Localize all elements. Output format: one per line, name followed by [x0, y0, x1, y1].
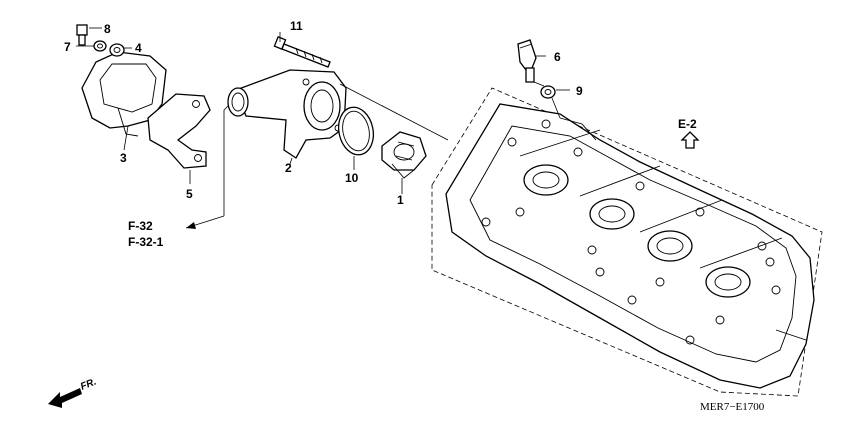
callout-3: 3: [120, 151, 127, 165]
combustion-chamber-4: [705, 266, 751, 298]
combustion-chamber-2: [589, 198, 635, 230]
callout-7: 7: [64, 40, 71, 54]
combustion-chamber-3: [647, 230, 693, 262]
reference-f32: F-32: [128, 219, 153, 233]
head-gasket-surface: [469, 125, 797, 363]
washer-4: [109, 43, 125, 57]
reference-f32-1: F-32-1: [128, 235, 164, 249]
callout-10: 10: [345, 171, 359, 185]
cylinder-head: [431, 87, 823, 397]
thermostat-1: [381, 131, 427, 179]
outlet-flange: [303, 81, 341, 131]
sealing-washer-9: [540, 85, 556, 99]
callout-11: 11: [290, 19, 303, 33]
bolt-8: [76, 24, 88, 46]
e2-reference-arrow: [680, 131, 700, 149]
collar-7: [93, 40, 107, 52]
leader-lines: [76, 27, 570, 229]
cylinder-head-dashed-outline: [431, 87, 823, 397]
o-ring-10: [337, 106, 375, 156]
callout-8: 8: [104, 22, 111, 36]
callout-1: 1: [397, 193, 404, 207]
callout-6: 6: [554, 50, 561, 64]
callout-5: 5: [186, 187, 193, 201]
cylinder-head-body: [445, 103, 815, 389]
temperature-sensor-6: [517, 39, 537, 83]
thermostat-cover: [81, 51, 167, 137]
diagram-code: MER7−E1700: [700, 401, 765, 413]
mounting-bracket: [147, 93, 211, 169]
direction-label: FR.: [79, 377, 98, 393]
callout-9: 9: [576, 84, 583, 98]
water-outlet: [227, 69, 347, 159]
callout-2: 2: [285, 161, 292, 175]
callout-4: 4: [135, 41, 142, 55]
combustion-chamber-1: [523, 164, 569, 196]
reference-e2: E-2: [678, 117, 697, 131]
front-direction-indicator: FR.: [48, 377, 98, 408]
bolt-11: [273, 36, 331, 68]
bracket-body: [147, 93, 211, 169]
outlet-pipe-opening: [227, 87, 249, 117]
cover-body: [81, 51, 167, 129]
